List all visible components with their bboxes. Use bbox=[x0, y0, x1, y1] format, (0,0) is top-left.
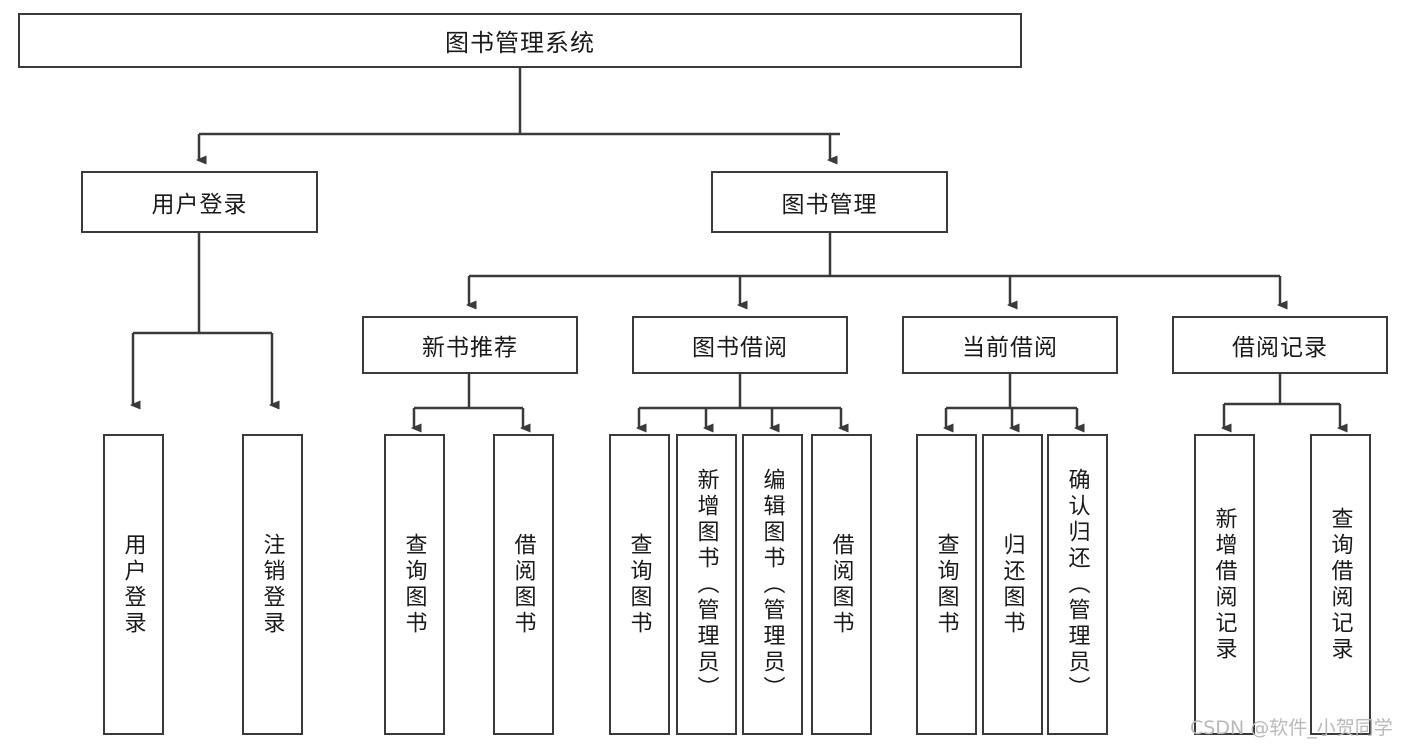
node-label: 用户登录 bbox=[121, 532, 147, 637]
node-label: 新书推荐 bbox=[422, 334, 518, 360]
leaf-query-book-current[interactable]: 查询图书 bbox=[916, 434, 977, 735]
node-root-system[interactable]: 图书管理系统 bbox=[18, 13, 1022, 68]
node-user-login[interactable]: 用户登录 bbox=[81, 171, 318, 233]
node-borrow-record[interactable]: 借阅记录 bbox=[1172, 316, 1388, 374]
leaf-edit-book-admin[interactable]: 编辑图书（管理员） bbox=[742, 434, 803, 735]
node-label: 查询图书 bbox=[402, 532, 428, 637]
csdn-watermark: CSDN @软件_小贺同学 bbox=[1190, 717, 1393, 739]
node-current-borrow[interactable]: 当前借阅 bbox=[902, 316, 1118, 374]
node-label: 借阅记录 bbox=[1232, 334, 1328, 360]
leaf-query-book-borrow[interactable]: 查询图书 bbox=[609, 434, 670, 735]
node-label: 新增图书（管理员） bbox=[694, 467, 720, 702]
leaf-query-book-recommend[interactable]: 查询图书 bbox=[384, 434, 445, 735]
node-book-borrow[interactable]: 图书借阅 bbox=[632, 316, 848, 374]
leaf-confirm-return-admin[interactable]: 确认归还（管理员） bbox=[1047, 434, 1108, 735]
leaf-add-book-admin[interactable]: 新增图书（管理员） bbox=[676, 434, 737, 735]
node-label: 图书管理 bbox=[781, 191, 878, 217]
node-label: 注销登录 bbox=[260, 532, 286, 637]
node-label: 查询图书 bbox=[934, 532, 960, 637]
node-label: 查询借阅记录 bbox=[1328, 506, 1354, 663]
node-label: 新增借阅记录 bbox=[1212, 506, 1238, 663]
node-label: 图书管理系统 bbox=[445, 30, 595, 57]
node-new-book-recommend[interactable]: 新书推荐 bbox=[362, 316, 578, 374]
leaf-borrow-book[interactable]: 借阅图书 bbox=[811, 434, 872, 735]
node-label: 图书借阅 bbox=[692, 334, 788, 360]
node-label: 用户登录 bbox=[151, 191, 248, 217]
node-label: 借阅图书 bbox=[829, 532, 855, 637]
node-book-management[interactable]: 图书管理 bbox=[711, 171, 948, 233]
leaf-logout[interactable]: 注销登录 bbox=[242, 434, 303, 735]
leaf-return-book[interactable]: 归还图书 bbox=[982, 434, 1043, 735]
node-label: 当前借阅 bbox=[962, 334, 1058, 360]
leaf-user-login[interactable]: 用户登录 bbox=[103, 434, 164, 735]
leaf-borrow-book-recommend[interactable]: 借阅图书 bbox=[493, 434, 554, 735]
leaf-query-borrow-record[interactable]: 查询借阅记录 bbox=[1310, 434, 1371, 735]
node-label: 归还图书 bbox=[1000, 532, 1026, 637]
node-label: 借阅图书 bbox=[511, 532, 537, 637]
node-label: 查询图书 bbox=[627, 532, 653, 637]
node-label: 编辑图书（管理员） bbox=[760, 467, 786, 702]
leaf-add-borrow-record[interactable]: 新增借阅记录 bbox=[1194, 434, 1255, 735]
node-label: 确认归还（管理员） bbox=[1065, 467, 1091, 702]
